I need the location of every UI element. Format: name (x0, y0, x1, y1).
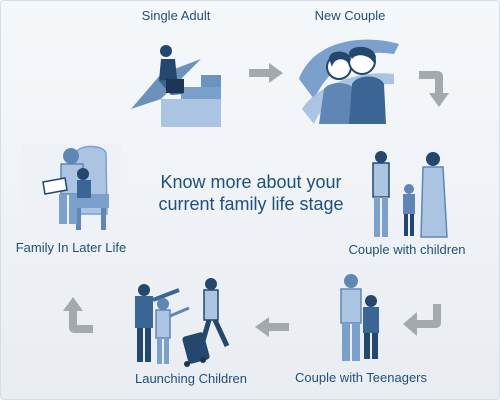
arrow-curve-up-icon (63, 297, 93, 333)
label-new-couple[interactable]: New Couple (314, 8, 386, 23)
arrow-right-icon (249, 63, 283, 83)
launching-children-illustration (135, 278, 230, 367)
arrow-curve-down-icon (419, 71, 449, 107)
label-single-adult[interactable]: Single Adult (141, 8, 211, 23)
family-in-later-life-illustration (21, 144, 121, 232)
single-adult-illustration (131, 45, 221, 127)
couple-with-children-illustration (372, 151, 448, 238)
label-couple-with-teenagers[interactable]: Couple with Teenagers (294, 370, 428, 385)
center-title: Know more about your current family life… (158, 172, 344, 214)
arrow-curve-left-icon (403, 304, 441, 336)
stage-new-couple[interactable] (294, 29, 404, 129)
couple-with-teenagers-illustration (340, 274, 379, 361)
new-couple-illustration (299, 39, 399, 124)
label-family-in-later-life[interactable]: Family In Later Life (15, 240, 127, 255)
stage-couple-with-teenagers[interactable] (331, 273, 391, 363)
arrow-left-icon (255, 317, 289, 337)
stage-couple-with-children[interactable] (361, 151, 456, 239)
stage-family-in-later-life[interactable] (21, 144, 121, 232)
label-couple-with-children[interactable]: Couple with children (348, 242, 466, 257)
label-launching-children[interactable]: Launching Children (134, 371, 248, 386)
stage-single-adult[interactable] (131, 39, 231, 129)
stage-launching-children[interactable] (129, 276, 241, 371)
